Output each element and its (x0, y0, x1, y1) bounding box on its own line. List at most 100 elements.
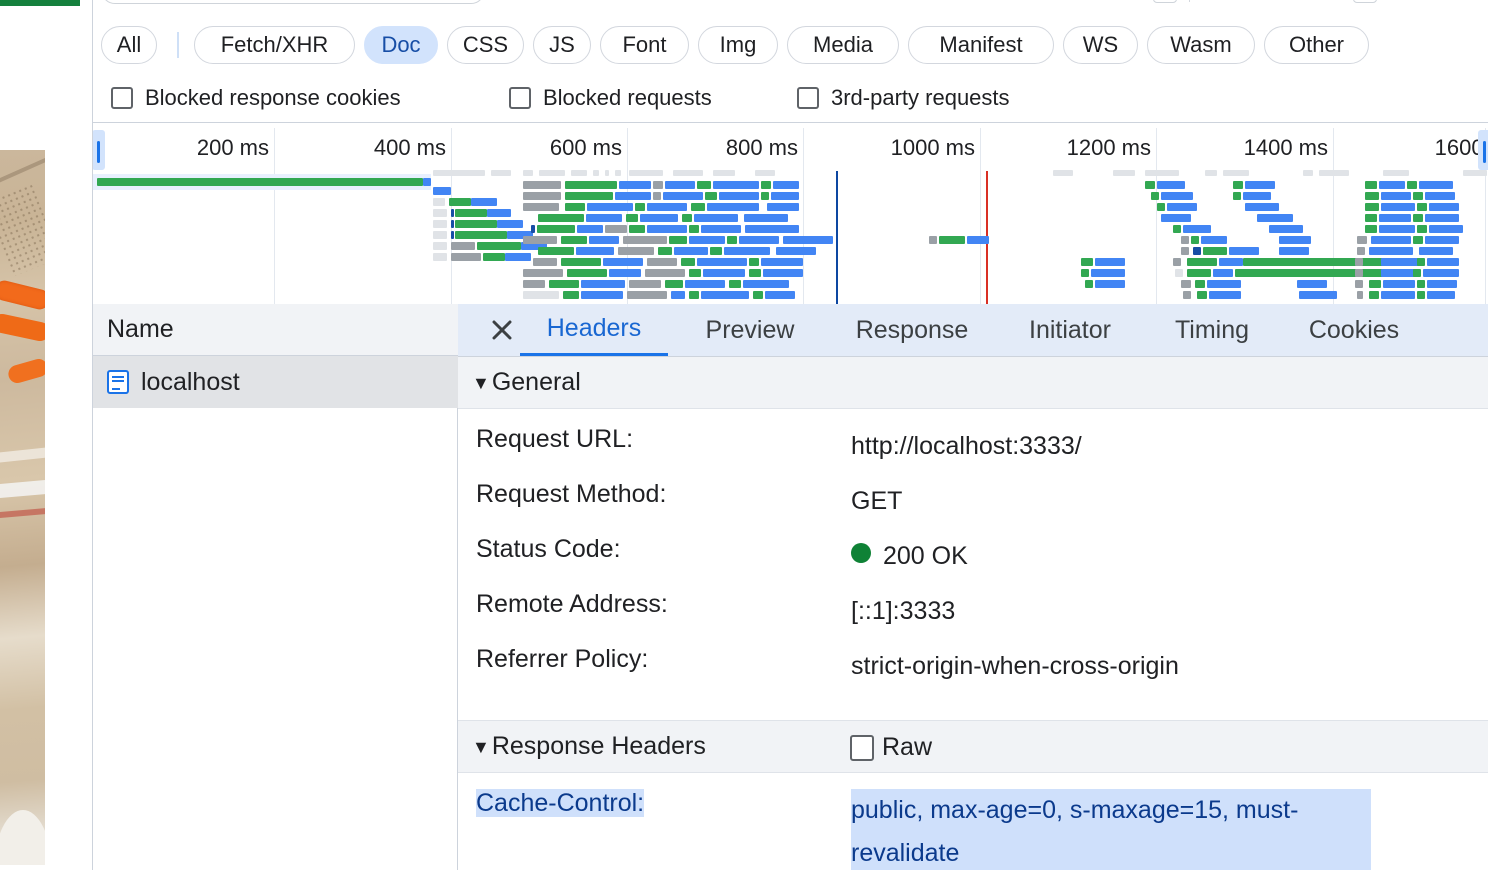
status-ok-icon (851, 543, 871, 563)
detail-tab-bar: Headers Preview Response Initiator Timin… (458, 304, 1488, 357)
headers-content: ▼ General Request URL: http://localhost:… (458, 357, 1488, 870)
filter-divider (1189, 0, 1190, 2)
photo-seam (0, 157, 45, 183)
section-title: Response Headers (491, 732, 706, 760)
checkbox-label: Blocked requests (543, 85, 712, 110)
blocked-response-cookies-checkbox[interactable]: Blocked response cookies (111, 82, 401, 114)
chevron-down-icon: ▼ (472, 736, 490, 757)
timeline-gridline (1156, 128, 1157, 304)
checkbox-icon[interactable] (509, 87, 531, 109)
blocked-requests-checkbox[interactable]: Blocked requests (509, 82, 712, 114)
header-row[interactable]: Request URL: http://localhost:3333/ (458, 419, 1488, 474)
filter-pill-wasm[interactable]: Wasm (1147, 26, 1255, 64)
network-options-row: Blocked response cookies Blocked request… (93, 74, 1488, 123)
timeline-range-handle-right[interactable] (1478, 130, 1488, 170)
filter-pill-font[interactable]: Font (600, 26, 689, 64)
section-header-response-headers[interactable]: ▼ Response Headers Raw (458, 721, 1488, 773)
header-key: Cache-Control: (476, 789, 645, 817)
timeline-tick-label: 1600 m (1434, 135, 1488, 160)
photo-lace (6, 356, 45, 386)
header-row[interactable]: Remote Address: [::1]:3333 (458, 584, 1488, 639)
column-header-name: Name (107, 315, 174, 343)
tab-timing[interactable]: Timing (1174, 315, 1250, 344)
response-header-rows: Cache-Control: public, max-age=0, s-maxa… (458, 773, 1488, 870)
filter-pill-js[interactable]: JS (533, 26, 591, 64)
raw-toggle[interactable]: Raw (850, 733, 932, 762)
timeline-tick-label: 1000 ms (890, 135, 975, 160)
section-header-general[interactable]: ▼ General (458, 357, 1488, 409)
header-key: Request Method: (476, 480, 667, 508)
page-progress-bar (0, 0, 80, 6)
filter-pill-other[interactable]: Other (1264, 26, 1369, 64)
tab-headers[interactable]: Headers (520, 304, 668, 356)
network-overview-timeline[interactable]: 200 ms 400 ms 600 ms 800 ms 1000 ms 1200… (93, 128, 1488, 305)
photo-lace (0, 312, 45, 343)
header-key: Referrer Policy: (476, 645, 649, 673)
request-detail-pane: Headers Preview Response Initiator Timin… (458, 304, 1488, 870)
filter-pill-img[interactable]: Img (698, 26, 778, 64)
hide-data-urls-checkbox[interactable] (1353, 0, 1377, 3)
resource-type-filters: All Fetch/XHR Doc CSS JS Font Img Media … (93, 22, 1488, 68)
third-party-requests-checkbox[interactable]: 3rd-party requests (797, 82, 1010, 114)
header-row[interactable]: Cache-Control: public, max-age=0, s-maxa… (458, 783, 1488, 870)
chevron-down-icon: ▼ (472, 372, 490, 393)
request-name: localhost (141, 367, 240, 396)
waterfall-row (93, 178, 453, 186)
close-icon[interactable] (476, 304, 528, 356)
photo-mesh-texture (0, 183, 45, 277)
table-row[interactable]: localhost (93, 356, 458, 408)
header-row[interactable]: Request Method: GET (458, 474, 1488, 529)
filter-pill-media[interactable]: Media (787, 26, 899, 64)
checkbox-icon[interactable] (111, 87, 133, 109)
dom-content-loaded-marker (836, 171, 838, 304)
product-photo-sneaker (0, 150, 45, 865)
header-value: GET (851, 487, 903, 515)
filter-pill-ws[interactable]: WS (1063, 26, 1138, 64)
header-value: public, max-age=0, s-maxage=15, must-rev… (851, 783, 1488, 870)
timeline-tick-label: 600 ms (549, 135, 622, 160)
timeline-range-handle-left[interactable] (93, 130, 105, 170)
filter-pill-css[interactable]: CSS (447, 26, 524, 64)
request-list: Name localhost (93, 304, 458, 870)
invert-checkbox[interactable] (1153, 0, 1177, 3)
filter-pill-all[interactable]: All (101, 26, 157, 64)
checkbox-icon[interactable] (797, 87, 819, 109)
filter-pill-fetch-xhr[interactable]: Fetch/XHR (194, 26, 355, 64)
tab-cookies[interactable]: Cookies (1308, 315, 1400, 344)
header-key: Status Code: (476, 535, 621, 563)
status-badge: 200 OK (883, 542, 968, 570)
section-title: General (491, 368, 581, 396)
filter-divider (177, 32, 179, 58)
timeline-gridline (1485, 128, 1486, 304)
timeline-gridline (980, 128, 981, 304)
header-value: http://localhost:3333/ (851, 432, 1082, 460)
timeline-gridline (803, 128, 804, 304)
header-value: strict-origin-when-cross-origin (851, 652, 1179, 680)
timeline-gridline (274, 128, 275, 304)
header-value: [::1]:3333 (851, 597, 956, 625)
filter-input[interactable]: Filter (101, 0, 485, 4)
checkbox-icon[interactable] (850, 734, 874, 761)
tab-response[interactable]: Response (855, 315, 969, 344)
timeline-tick-label: 200 ms (196, 135, 269, 160)
filter-pill-doc[interactable]: Doc (364, 26, 438, 64)
section-divider (458, 694, 1488, 721)
timeline-tick-label: 1400 ms (1243, 135, 1328, 160)
checkbox-label: 3rd-party requests (831, 85, 1010, 110)
document-icon (107, 370, 129, 394)
header-row-status[interactable]: Status Code: 200 OK (458, 529, 1488, 584)
devtools-panel: Filter All Fetch/XHR Doc CSS JS Font Img… (92, 0, 1488, 870)
filter-pill-manifest[interactable]: Manifest (908, 26, 1054, 64)
tab-preview[interactable]: Preview (705, 315, 795, 344)
photo-outsole (0, 810, 45, 865)
timeline-gridline (1333, 128, 1334, 304)
photo-midsole-band (0, 479, 45, 499)
header-row[interactable]: Referrer Policy: strict-origin-when-cros… (458, 639, 1488, 694)
header-value: 200 OK (851, 529, 1488, 584)
request-list-header[interactable]: Name (93, 304, 458, 356)
photo-midsole-stripe (0, 507, 45, 519)
photo-midsole-band (0, 447, 45, 463)
tab-initiator[interactable]: Initiator (1029, 315, 1111, 344)
timeline-tick-label: 400 ms (373, 135, 446, 160)
